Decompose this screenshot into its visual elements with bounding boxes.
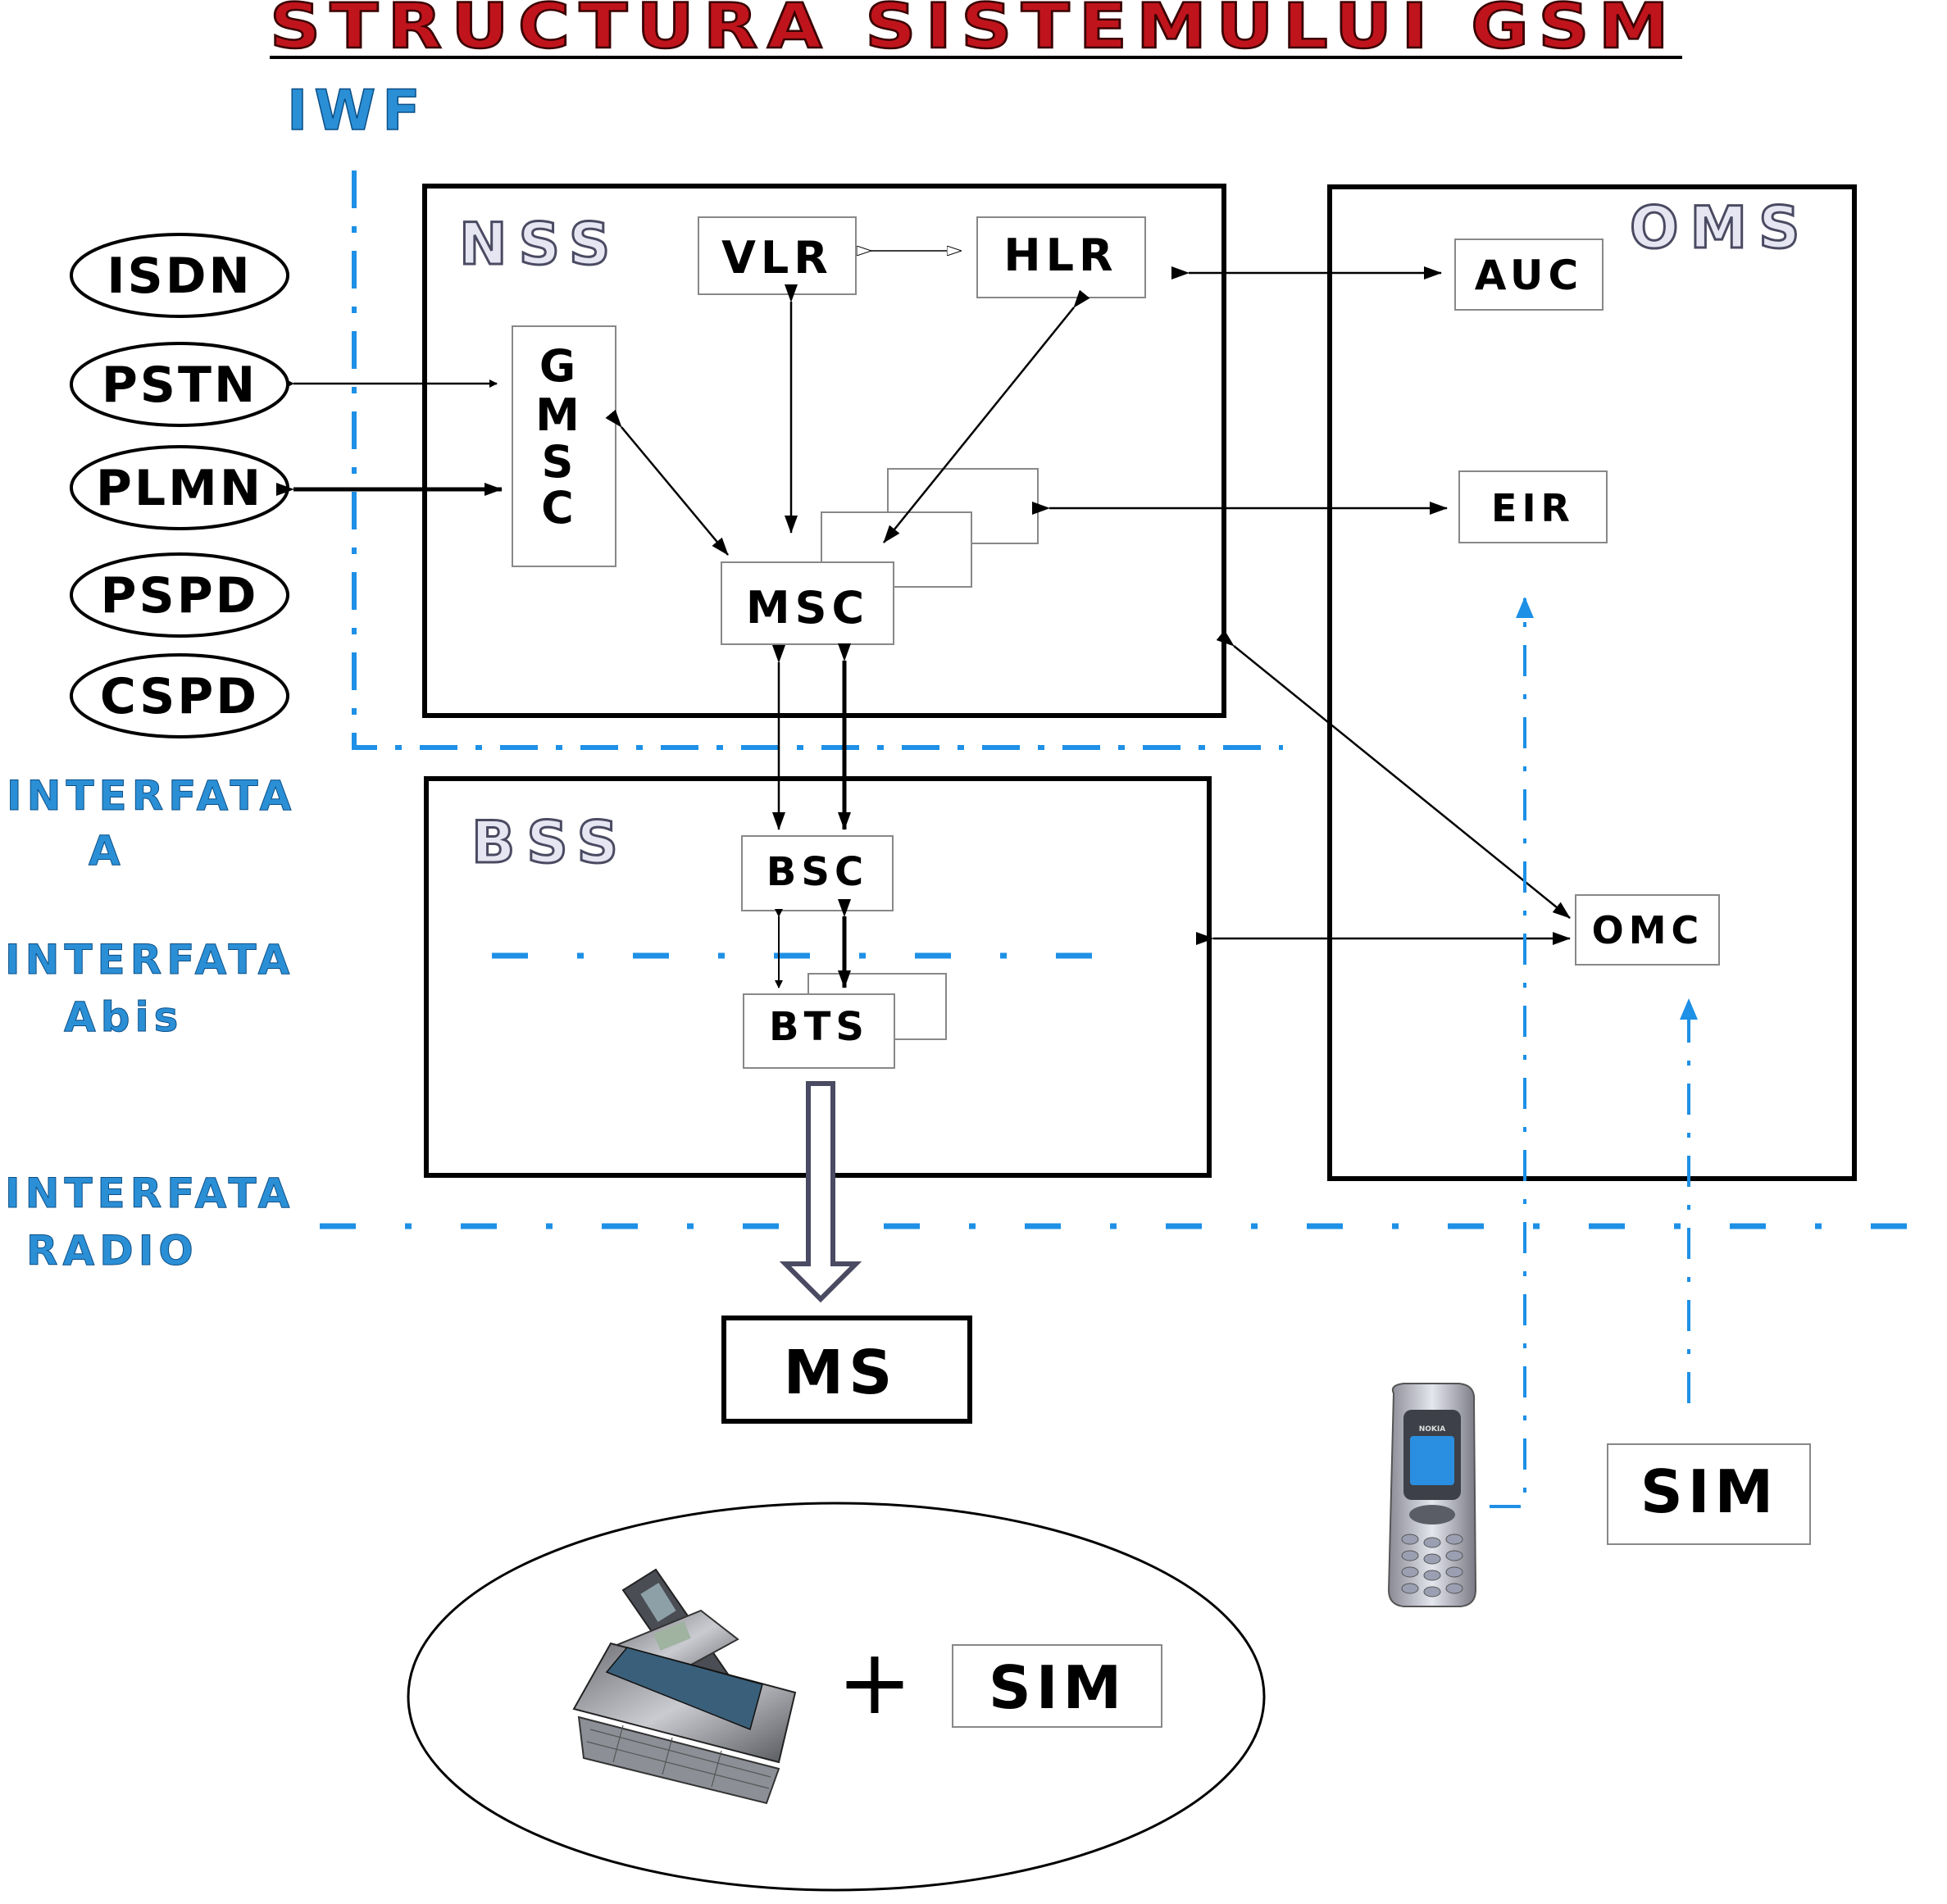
link-gmsc-msc — [605, 409, 729, 556]
eir-label: EIR — [1491, 486, 1575, 530]
gmsc-letter-s: S — [542, 436, 579, 488]
network-label-plmn: PLMN — [96, 460, 263, 517]
interface-abis-label-line1: INTERFATA — [5, 936, 294, 984]
bsc-label: BSC — [767, 849, 868, 895]
iwf-label: IWF — [287, 79, 427, 143]
phone-brand-label: NOKIA — [1419, 1425, 1446, 1434]
link-hlr-msc — [883, 289, 1090, 543]
mobile-station-ellipse — [407, 1502, 1266, 1892]
mobile-phone-icon: NOKIA — [1387, 1383, 1477, 1607]
auc-node: AUC — [1454, 239, 1604, 311]
sim-bottom-label: SIM — [989, 1653, 1126, 1722]
sim-right-label: SIM — [1640, 1457, 1778, 1526]
network-isdn: ISDN — [70, 233, 289, 318]
diagram-title: STRUCTURA SISTEMULUI GSM — [270, 0, 1678, 62]
connections — [276, 251, 1571, 988]
hlr-label: HLR — [1003, 229, 1117, 281]
gmsc-letter-m: M — [535, 389, 585, 441]
gmsc-node: G M S C — [512, 325, 616, 567]
bss-label: BSS — [471, 809, 630, 876]
network-label-cspd: CSPD — [100, 668, 259, 725]
vlr-node: VLR — [698, 216, 857, 295]
interface-abis-label-line2: Abis — [64, 993, 183, 1041]
ms-node: MS — [721, 1316, 972, 1424]
auc-label: AUC — [1475, 252, 1583, 299]
ms-label: MS — [784, 1338, 898, 1408]
plus-sign: + — [837, 1629, 912, 1734]
link-nss-omc — [1216, 629, 1571, 919]
sim-card-right: SIM — [1607, 1443, 1811, 1545]
phone-to-eir-line — [1490, 597, 1534, 1508]
interface-radio-label-line2: RADIO — [26, 1227, 198, 1275]
eir-node: EIR — [1458, 470, 1608, 543]
iwf-boundary-line — [352, 170, 1283, 750]
omc-label: OMC — [1592, 908, 1704, 952]
oms-label: OMS — [1630, 194, 1812, 261]
bts-to-ms-arrow — [779, 1081, 862, 1303]
msc-stack: MSC — [721, 468, 1039, 645]
vlr-label: VLR — [721, 232, 833, 284]
network-pspd: PSPD — [70, 552, 289, 638]
network-label-pstn: PSTN — [102, 357, 257, 414]
network-cspd: CSPD — [70, 653, 289, 738]
network-label-pspd: PSPD — [101, 567, 259, 625]
oms-box — [1327, 184, 1857, 1181]
interface-a-label-line1: INTERFATA — [7, 772, 296, 820]
gmsc-letter-g: G — [539, 340, 580, 392]
communicator-phones-icon — [572, 1568, 797, 1805]
msc-label: MSC — [746, 582, 869, 634]
gmsc-letter-c: C — [541, 482, 579, 534]
omc-node: OMC — [1575, 894, 1720, 966]
network-label-isdn: ISDN — [107, 248, 252, 305]
nss-label: NSS — [459, 211, 621, 278]
hlr-node: HLR — [976, 216, 1146, 298]
interface-a-label-line2: A — [89, 827, 125, 875]
network-pstn: PSTN — [70, 342, 289, 427]
nss-box — [422, 184, 1226, 718]
interface-radio-label-line1: INTERFATA — [5, 1170, 294, 1217]
network-plmn: PLMN — [70, 445, 289, 530]
bts-stack: BTS — [743, 973, 947, 1069]
bsc-node: BSC — [741, 835, 894, 911]
sim-card-bottom: SIM — [952, 1644, 1162, 1728]
bts-label: BTS — [769, 1004, 869, 1050]
